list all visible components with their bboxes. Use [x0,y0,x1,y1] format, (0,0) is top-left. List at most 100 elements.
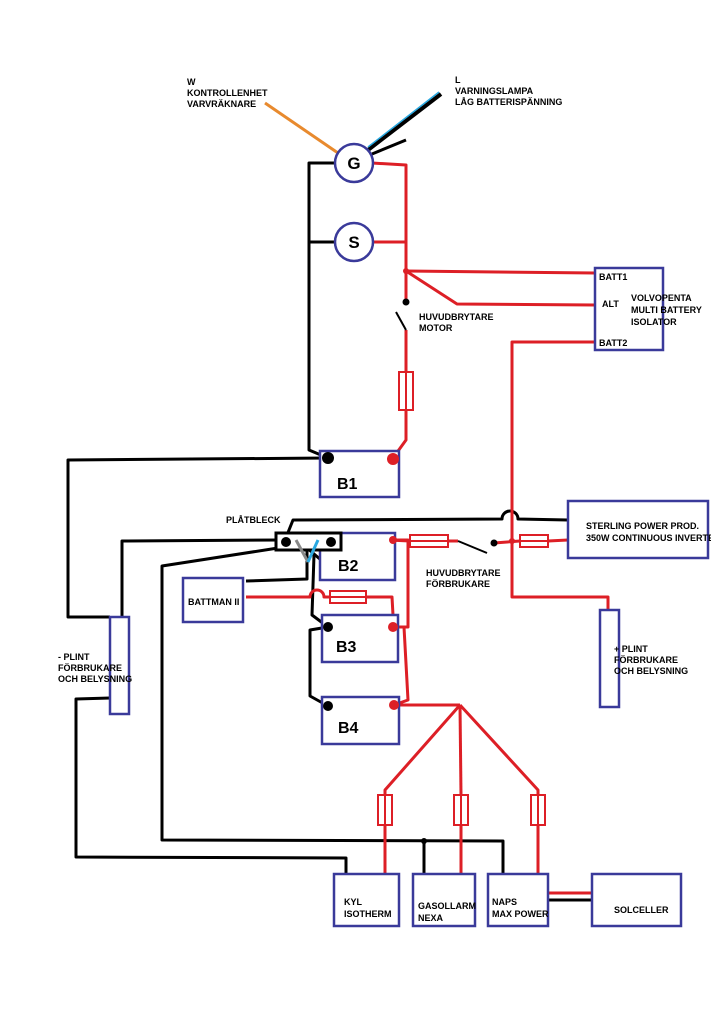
minus-plint-label-2: FÖRBRUKARE [58,663,122,673]
wire-batt2-out [510,340,610,610]
wire-l-black [366,92,443,152]
battery-b3 [320,613,400,664]
solceller-label: SOLCELLER [614,905,669,915]
wire-main-switch-cons-to-inverter [493,539,521,545]
gas-label-1: GASOLLARM [418,901,476,911]
wire-platbleck-to-consumers [160,546,505,874]
plus-plint-label-1: + PLINT [614,644,648,654]
isolator-name-3: ISOLATOR [631,317,677,327]
plus-plint-label-3: OCH BELYSNING [614,666,688,676]
main-switch-motor-label-1: HUVUDBRYTARE [419,312,494,322]
b3-negative-terminal [323,622,333,632]
junction-red-top [403,268,409,274]
wire-junction-to-batt1 [405,269,596,275]
wire-battman-fuse-to-b3 [366,595,395,616]
junction-red-batt2 [509,538,515,544]
minus-plint-label-1: - PLINT [58,652,90,662]
b1-positive-terminal [387,453,399,465]
wire-b2-to-b3-positive [393,538,410,629]
positive-wires [246,161,610,895]
main-switch-cons-label-2: FÖRBRUKARE [426,579,490,589]
platbleck-gray-wire [294,539,310,563]
inverter-box [566,499,710,560]
l-label-2: VARNINGSLAMPA [455,86,534,96]
fuse-naps [530,794,546,826]
starter-circle [333,221,375,263]
starter-label: S [348,233,359,252]
isolator-batt1: BATT1 [599,272,627,282]
plus-plint-box [598,608,621,709]
w-label-3: VARVRÄKNARE [187,99,256,109]
wire-junction-to-alt [405,269,596,307]
b2-label: B2 [338,558,359,575]
wire-platbleck-to-inverter [283,509,569,541]
isolator-batt2: BATT2 [599,338,627,348]
platbleck-terminal-2 [326,537,336,547]
fuses [329,371,549,826]
battman-label: BATTMAN II [188,597,239,607]
gas-box [411,872,477,928]
wire-platbleck-to-loads [120,538,281,617]
battman-box [181,576,245,624]
kyl-label-1: KYL [344,897,363,907]
components [108,142,710,928]
isolator-name-2: MULTI BATTERY [631,305,702,315]
wire-g-to-s-positive [371,161,408,272]
b2-positive-terminal [389,536,397,544]
naps-box [486,872,550,928]
inverter-label-1: STERLING POWER PROD. [586,521,699,531]
fuse-kyl [377,794,393,826]
main-switch-consumers [457,539,498,554]
b4-positive-terminal [389,700,399,710]
wire-l-to-g [371,138,407,156]
plus-plint-label-2: FÖRBRUKARE [614,655,678,665]
generator-circle [333,142,375,184]
battery-b4 [320,695,401,746]
b4-label: B4 [338,720,359,737]
wire-l-blue [367,91,440,148]
main-switch-cons-label-1: HUVUDBRYTARE [426,568,501,578]
isolator-name-1: VOLVOPENTA [631,293,692,303]
platbleck-blue-wire [306,539,320,563]
wire-g-to-b1-negative [307,161,335,460]
b4-negative-terminal [323,701,333,711]
minus-plint-label-3: OCH BELYSNING [58,674,132,684]
wire-b3-to-b4 [308,625,329,708]
l-label-3: LÅG BATTERISPÄNNING [455,97,562,107]
battery-b1 [318,449,401,499]
wire-w-orange [264,101,339,155]
w-label-1: W [187,77,196,87]
isolator-alt: ALT [602,299,619,309]
wire-battman-to-b3 [246,588,330,599]
wire-dist-to-gas-fuse [458,704,463,796]
fuse-gas [453,794,469,826]
platbleck-label: PLÅTBLECK [226,515,281,525]
minus-plint-box [108,615,131,716]
platbleck-terminal-1 [281,537,291,547]
kyl-box [332,872,401,928]
main-switch-motor [395,298,410,331]
terminals [281,268,515,844]
b1-negative-terminal [322,452,334,464]
fuse-consumers [409,534,449,548]
b3-positive-terminal [388,622,398,632]
isolator-box [593,266,665,352]
fuse-battman [329,590,367,604]
fuse-motor [398,371,414,411]
inverter-label-2: 350W CONTINUOUS INVERTER [586,533,711,543]
main-switch-motor-label-2: MOTOR [419,323,453,333]
wire-dist-to-kyl-fuse [383,704,462,795]
naps-label-2: MAX POWER [492,909,549,919]
wire-to-inverter [547,538,569,543]
l-label-1: L [455,75,461,85]
kyl-label-2: ISOTHERM [344,909,392,919]
gas-label-2: NEXA [418,913,444,923]
b3-label: B3 [336,639,357,656]
generator-label: G [347,154,360,173]
wire-minus-to-kyl [74,696,348,874]
solceller-box [590,872,683,928]
wire-b1-to-minus-plint [66,456,329,619]
fuse-inverter [519,534,549,548]
b1-label: B1 [337,476,358,493]
junction-black-gas [421,838,427,844]
